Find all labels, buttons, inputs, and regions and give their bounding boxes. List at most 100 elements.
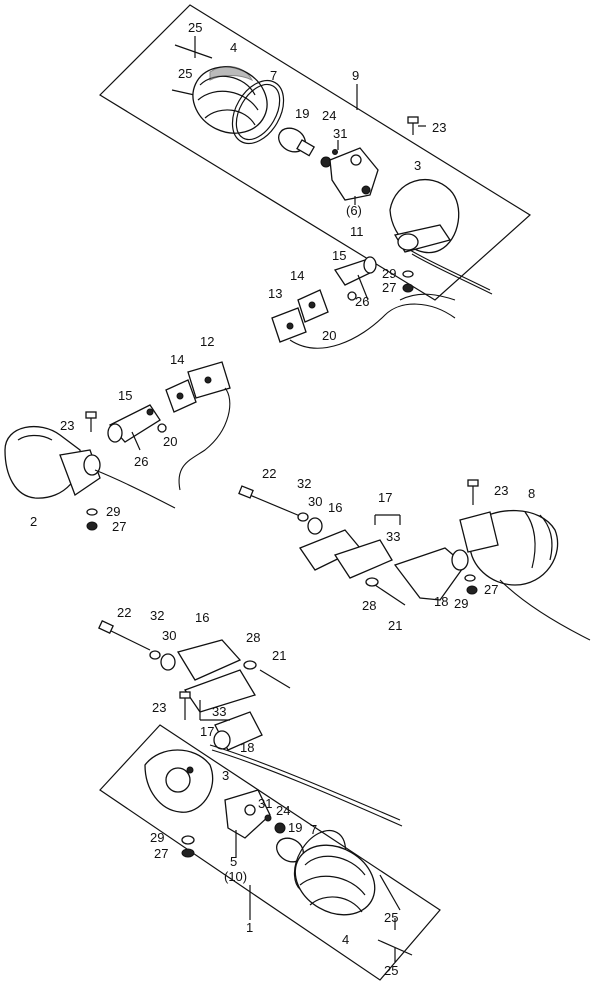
washer-30 xyxy=(307,517,323,535)
wire-8 xyxy=(499,579,591,641)
label-24: 24 xyxy=(276,803,290,818)
label-25: 25 xyxy=(178,66,192,81)
label-20: 20 xyxy=(163,434,177,449)
bolt-22 xyxy=(244,492,301,517)
plate-12 xyxy=(187,361,231,399)
label-28: 28 xyxy=(246,630,260,645)
wire-11 xyxy=(289,303,456,349)
rubber-14 xyxy=(297,289,329,323)
label-29: 29 xyxy=(454,596,468,611)
label-27: 27 xyxy=(112,519,126,534)
lens-4 xyxy=(192,65,268,134)
label-30: 30 xyxy=(162,628,176,643)
label-27: 27 xyxy=(484,582,498,597)
label-20: 20 xyxy=(322,328,336,343)
label-32: 32 xyxy=(150,608,164,623)
label-29: 29 xyxy=(382,266,396,281)
holder-16-b xyxy=(176,639,256,713)
socket-6 xyxy=(329,147,379,201)
stay-15 xyxy=(333,256,377,286)
label-16: 16 xyxy=(328,500,342,515)
stay-18 xyxy=(393,547,469,601)
label-8: 8 xyxy=(528,486,535,501)
assembly-boundary-9 xyxy=(99,4,531,301)
assembly-boundary-1 xyxy=(99,724,441,981)
washer-32 xyxy=(297,512,309,522)
label-28: 28 xyxy=(362,598,376,613)
label-27: 27 xyxy=(382,280,396,295)
label-1: 1 xyxy=(246,920,253,935)
washer-29-nut-27-left xyxy=(86,508,98,531)
label-32: 32 xyxy=(297,476,311,491)
label-14: 14 xyxy=(290,268,304,283)
label-10: (10) xyxy=(224,869,247,884)
label-21: 21 xyxy=(388,618,402,633)
nut-20 xyxy=(347,291,357,301)
washer-29-nut-27-b xyxy=(181,835,195,858)
bolt-22-b xyxy=(104,627,151,651)
label-3: 3 xyxy=(414,158,421,173)
label-19: 19 xyxy=(295,106,309,121)
label-2: 2 xyxy=(30,514,37,529)
bolt-23-left xyxy=(85,411,97,432)
bottom-assembly xyxy=(98,619,441,981)
plate-13 xyxy=(271,307,307,343)
label-23: 23 xyxy=(432,120,446,135)
bulb-19 xyxy=(278,127,316,157)
label-12: 12 xyxy=(200,334,214,349)
lens-2 xyxy=(4,425,101,499)
label-22: 22 xyxy=(262,466,276,481)
contact-31-b xyxy=(264,814,272,822)
label-14: 14 xyxy=(170,352,184,367)
lens-8 xyxy=(459,509,559,586)
spring-24 xyxy=(320,156,332,168)
washer-32-b xyxy=(149,650,161,660)
label-33: 33 xyxy=(212,704,226,719)
label-17: 17 xyxy=(378,490,392,505)
label-23: 23 xyxy=(494,483,508,498)
label-30: 30 xyxy=(308,494,322,509)
screw-25 xyxy=(174,44,213,59)
label-25: 25 xyxy=(188,20,202,35)
wire-1 xyxy=(209,744,401,821)
label-15: 15 xyxy=(332,248,346,263)
label-21: 21 xyxy=(272,648,286,663)
spring-24-b xyxy=(274,822,286,834)
bolt-21-b xyxy=(259,669,291,689)
bolt-26-left xyxy=(131,431,141,451)
callout-labels: 25 4 25 7 9 19 24 31 23 3 (6) 11 15 29 2… xyxy=(30,20,535,978)
label-23: 23 xyxy=(152,700,166,715)
rim-7 xyxy=(231,79,285,145)
label-4: 4 xyxy=(230,40,237,55)
label-18: 18 xyxy=(240,740,254,755)
label-4: 4 xyxy=(342,932,349,947)
contact-31 xyxy=(332,149,338,155)
label-3: 3 xyxy=(222,768,229,783)
housing-3-b xyxy=(144,749,214,813)
washer-30-b xyxy=(160,653,176,671)
lens-4-b xyxy=(294,844,376,916)
bolt-21 xyxy=(374,584,406,606)
top-assembly xyxy=(99,4,531,349)
screw-25-b xyxy=(377,939,413,956)
label-18: 18 xyxy=(434,594,448,609)
bolt-23-b xyxy=(179,691,191,720)
label-31: 31 xyxy=(333,126,347,141)
holder-16 xyxy=(299,529,393,579)
label-13: 13 xyxy=(268,286,282,301)
right-middle-assembly xyxy=(238,479,591,641)
socket-b xyxy=(224,789,271,839)
washer-28 xyxy=(365,577,379,587)
bolt-23 xyxy=(407,116,426,135)
label-15: 15 xyxy=(118,388,132,403)
label-26: 26 xyxy=(355,294,369,309)
housing-3 xyxy=(389,179,493,295)
label-25: 25 xyxy=(384,963,398,978)
label-26: 26 xyxy=(134,454,148,469)
label-5: 5 xyxy=(230,854,237,869)
rubber-14-left xyxy=(165,379,197,413)
stay-18-b xyxy=(213,711,263,751)
label-29: 29 xyxy=(106,504,120,519)
